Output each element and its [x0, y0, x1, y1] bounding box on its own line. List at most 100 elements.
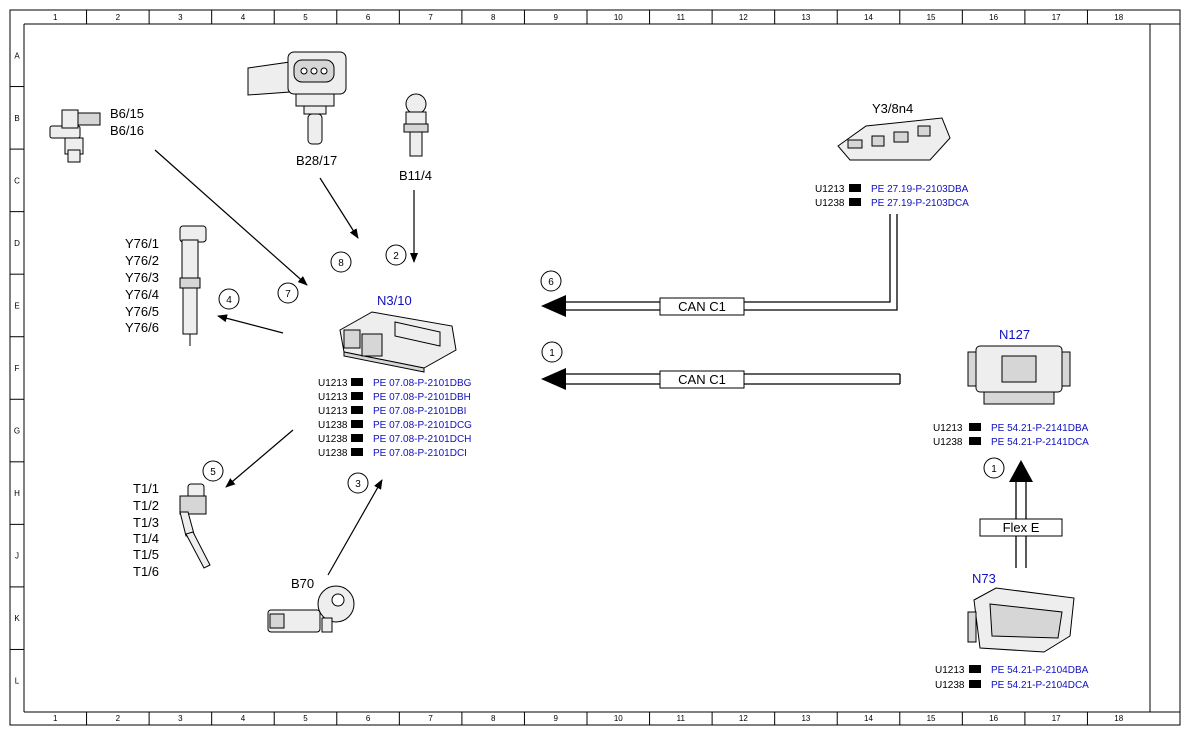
y38-ref-doc-1[interactable]: PE 27.19-P-2103DBA	[871, 184, 969, 195]
b11-sensor-drawing	[403, 93, 429, 157]
n73-label: N73	[972, 571, 996, 586]
flex-arrowhead	[1009, 460, 1033, 482]
y76-label-6: Y76/6	[125, 320, 159, 335]
n127-ref-code-1: U1213	[933, 423, 963, 434]
grid-label: H	[14, 489, 20, 498]
y76-injector-drawing	[179, 225, 207, 346]
marker-8: 8	[330, 251, 352, 273]
doc-ref-icon	[969, 423, 981, 431]
grid-label: 4	[241, 714, 246, 723]
y38-ref-code-1: U1213	[815, 184, 845, 195]
n310-ref-code-2: U1213	[318, 392, 348, 403]
svg-text:1: 1	[991, 464, 997, 475]
n73-ref-code-2: U1238	[935, 680, 965, 691]
b6-sensor-drawing	[49, 109, 101, 163]
grid-label: 2	[116, 13, 121, 22]
grid-label: K	[14, 614, 20, 623]
marker-1-can: 1	[541, 341, 563, 363]
t1-label-3: T1/3	[133, 515, 159, 530]
grid-ticks: 1122334455667788991010111112121313141415…	[10, 10, 1124, 725]
doc-ref-icon	[351, 420, 363, 428]
arrow-b28-to-ecu	[319, 177, 359, 239]
grid-label: D	[14, 239, 20, 248]
doc-ref-icon	[351, 378, 363, 386]
n310-ref-doc-4[interactable]: PE 07.08-P-2101DCG	[373, 420, 472, 431]
can-top-label: CAN C1	[678, 299, 726, 314]
marker-7: 7	[277, 282, 299, 304]
marker-3: 3	[347, 472, 369, 494]
n310-ref-doc-6[interactable]: PE 07.08-P-2101DCI	[373, 448, 467, 459]
grid-label: 7	[428, 714, 433, 723]
can-bottom-label-box	[659, 370, 745, 389]
n73-ref-doc-2[interactable]: PE 54.21-P-2104DCA	[991, 680, 1089, 691]
marker-1-flex: 1	[983, 457, 1005, 479]
n73-module-drawing	[967, 587, 1075, 653]
t1-coil-drawing	[179, 483, 211, 569]
svg-text:5: 5	[210, 467, 216, 478]
b6-label-2: B6/16	[110, 123, 144, 138]
arrow-b70-to-ecu	[327, 479, 383, 576]
arrow-b6-to-ecu	[154, 149, 308, 286]
n127-ref-doc-2[interactable]: PE 54.21-P-2141DCA	[991, 437, 1089, 448]
grid-label: 18	[1114, 714, 1123, 723]
doc-ref-icon	[849, 198, 861, 206]
n127-ref-doc-1[interactable]: PE 54.21-P-2141DBA	[991, 423, 1089, 434]
arrow-ecu-to-y76	[217, 314, 284, 334]
marker-2: 2	[385, 244, 407, 266]
doc-ref-icon	[351, 434, 363, 442]
n310-ref-doc-5[interactable]: PE 07.08-P-2101DCH	[373, 434, 471, 445]
can-top-label-box	[659, 297, 745, 316]
svg-text:4: 4	[226, 295, 232, 306]
grid-label: 13	[801, 714, 810, 723]
grid-label: 12	[739, 714, 748, 723]
marker-6: 6	[540, 270, 562, 292]
y76-label-2: Y76/2	[125, 253, 159, 268]
grid-label: 10	[614, 13, 623, 22]
n73-ref-doc-1[interactable]: PE 54.21-P-2104DBA	[991, 665, 1089, 676]
n127-label: N127	[999, 327, 1030, 342]
grid-label: L	[15, 677, 20, 686]
grid-label: 17	[1052, 714, 1061, 723]
n310-ref-code-1: U1213	[318, 378, 348, 389]
b70-label: B70	[291, 576, 314, 591]
n310-ref-code-5: U1238	[318, 434, 348, 445]
grid-label: 1	[53, 13, 58, 22]
b70-sensor-drawing	[267, 585, 355, 633]
grid-label: 13	[801, 13, 810, 22]
n310-ref-doc-2[interactable]: PE 07.08-P-2101DBH	[373, 392, 471, 403]
grid-label: A	[14, 51, 20, 60]
grid-label: 3	[178, 13, 183, 22]
doc-ref-icon	[849, 184, 861, 192]
doc-ref-icon	[351, 448, 363, 456]
can-top-arrowhead	[541, 295, 566, 317]
n310-ecu-drawing	[339, 311, 457, 373]
b6-label-1: B6/15	[110, 106, 144, 121]
y38-ref-code-2: U1238	[815, 198, 845, 209]
can-bottom-arrowhead	[541, 368, 566, 390]
grid-label: 6	[366, 714, 371, 723]
svg-text:7: 7	[285, 289, 291, 300]
grid-label: 10	[614, 714, 623, 723]
y76-label-4: Y76/4	[125, 287, 159, 302]
y38-ref-doc-2[interactable]: PE 27.19-P-2103DCA	[871, 198, 969, 209]
grid-label: 16	[989, 13, 998, 22]
grid-label: 5	[303, 714, 308, 723]
n310-refs: U1213 PE 07.08-P-2101DBG U1213 PE 07.08-…	[318, 378, 472, 459]
svg-text:6: 6	[548, 277, 554, 288]
grid-label: 8	[491, 714, 496, 723]
n73-refs: U1213 PE 54.21-P-2104DBA U1238 PE 54.21-…	[935, 665, 1089, 691]
grid-label: 12	[739, 13, 748, 22]
grid-label: 16	[989, 714, 998, 723]
y38-module-drawing	[837, 117, 951, 161]
n310-ref-doc-1[interactable]: PE 07.08-P-2101DBG	[373, 378, 472, 389]
grid-label: 7	[428, 13, 433, 22]
flex-label-box	[979, 518, 1063, 537]
b28-label: B28/17	[296, 153, 337, 168]
marker-5: 5	[202, 460, 224, 482]
n310-ref-doc-3[interactable]: PE 07.08-P-2101DBI	[373, 406, 466, 417]
t1-label-5: T1/5	[133, 547, 159, 562]
y76-label-5: Y76/5	[125, 304, 159, 319]
svg-text:3: 3	[355, 479, 361, 490]
y76-label-3: Y76/3	[125, 270, 159, 285]
